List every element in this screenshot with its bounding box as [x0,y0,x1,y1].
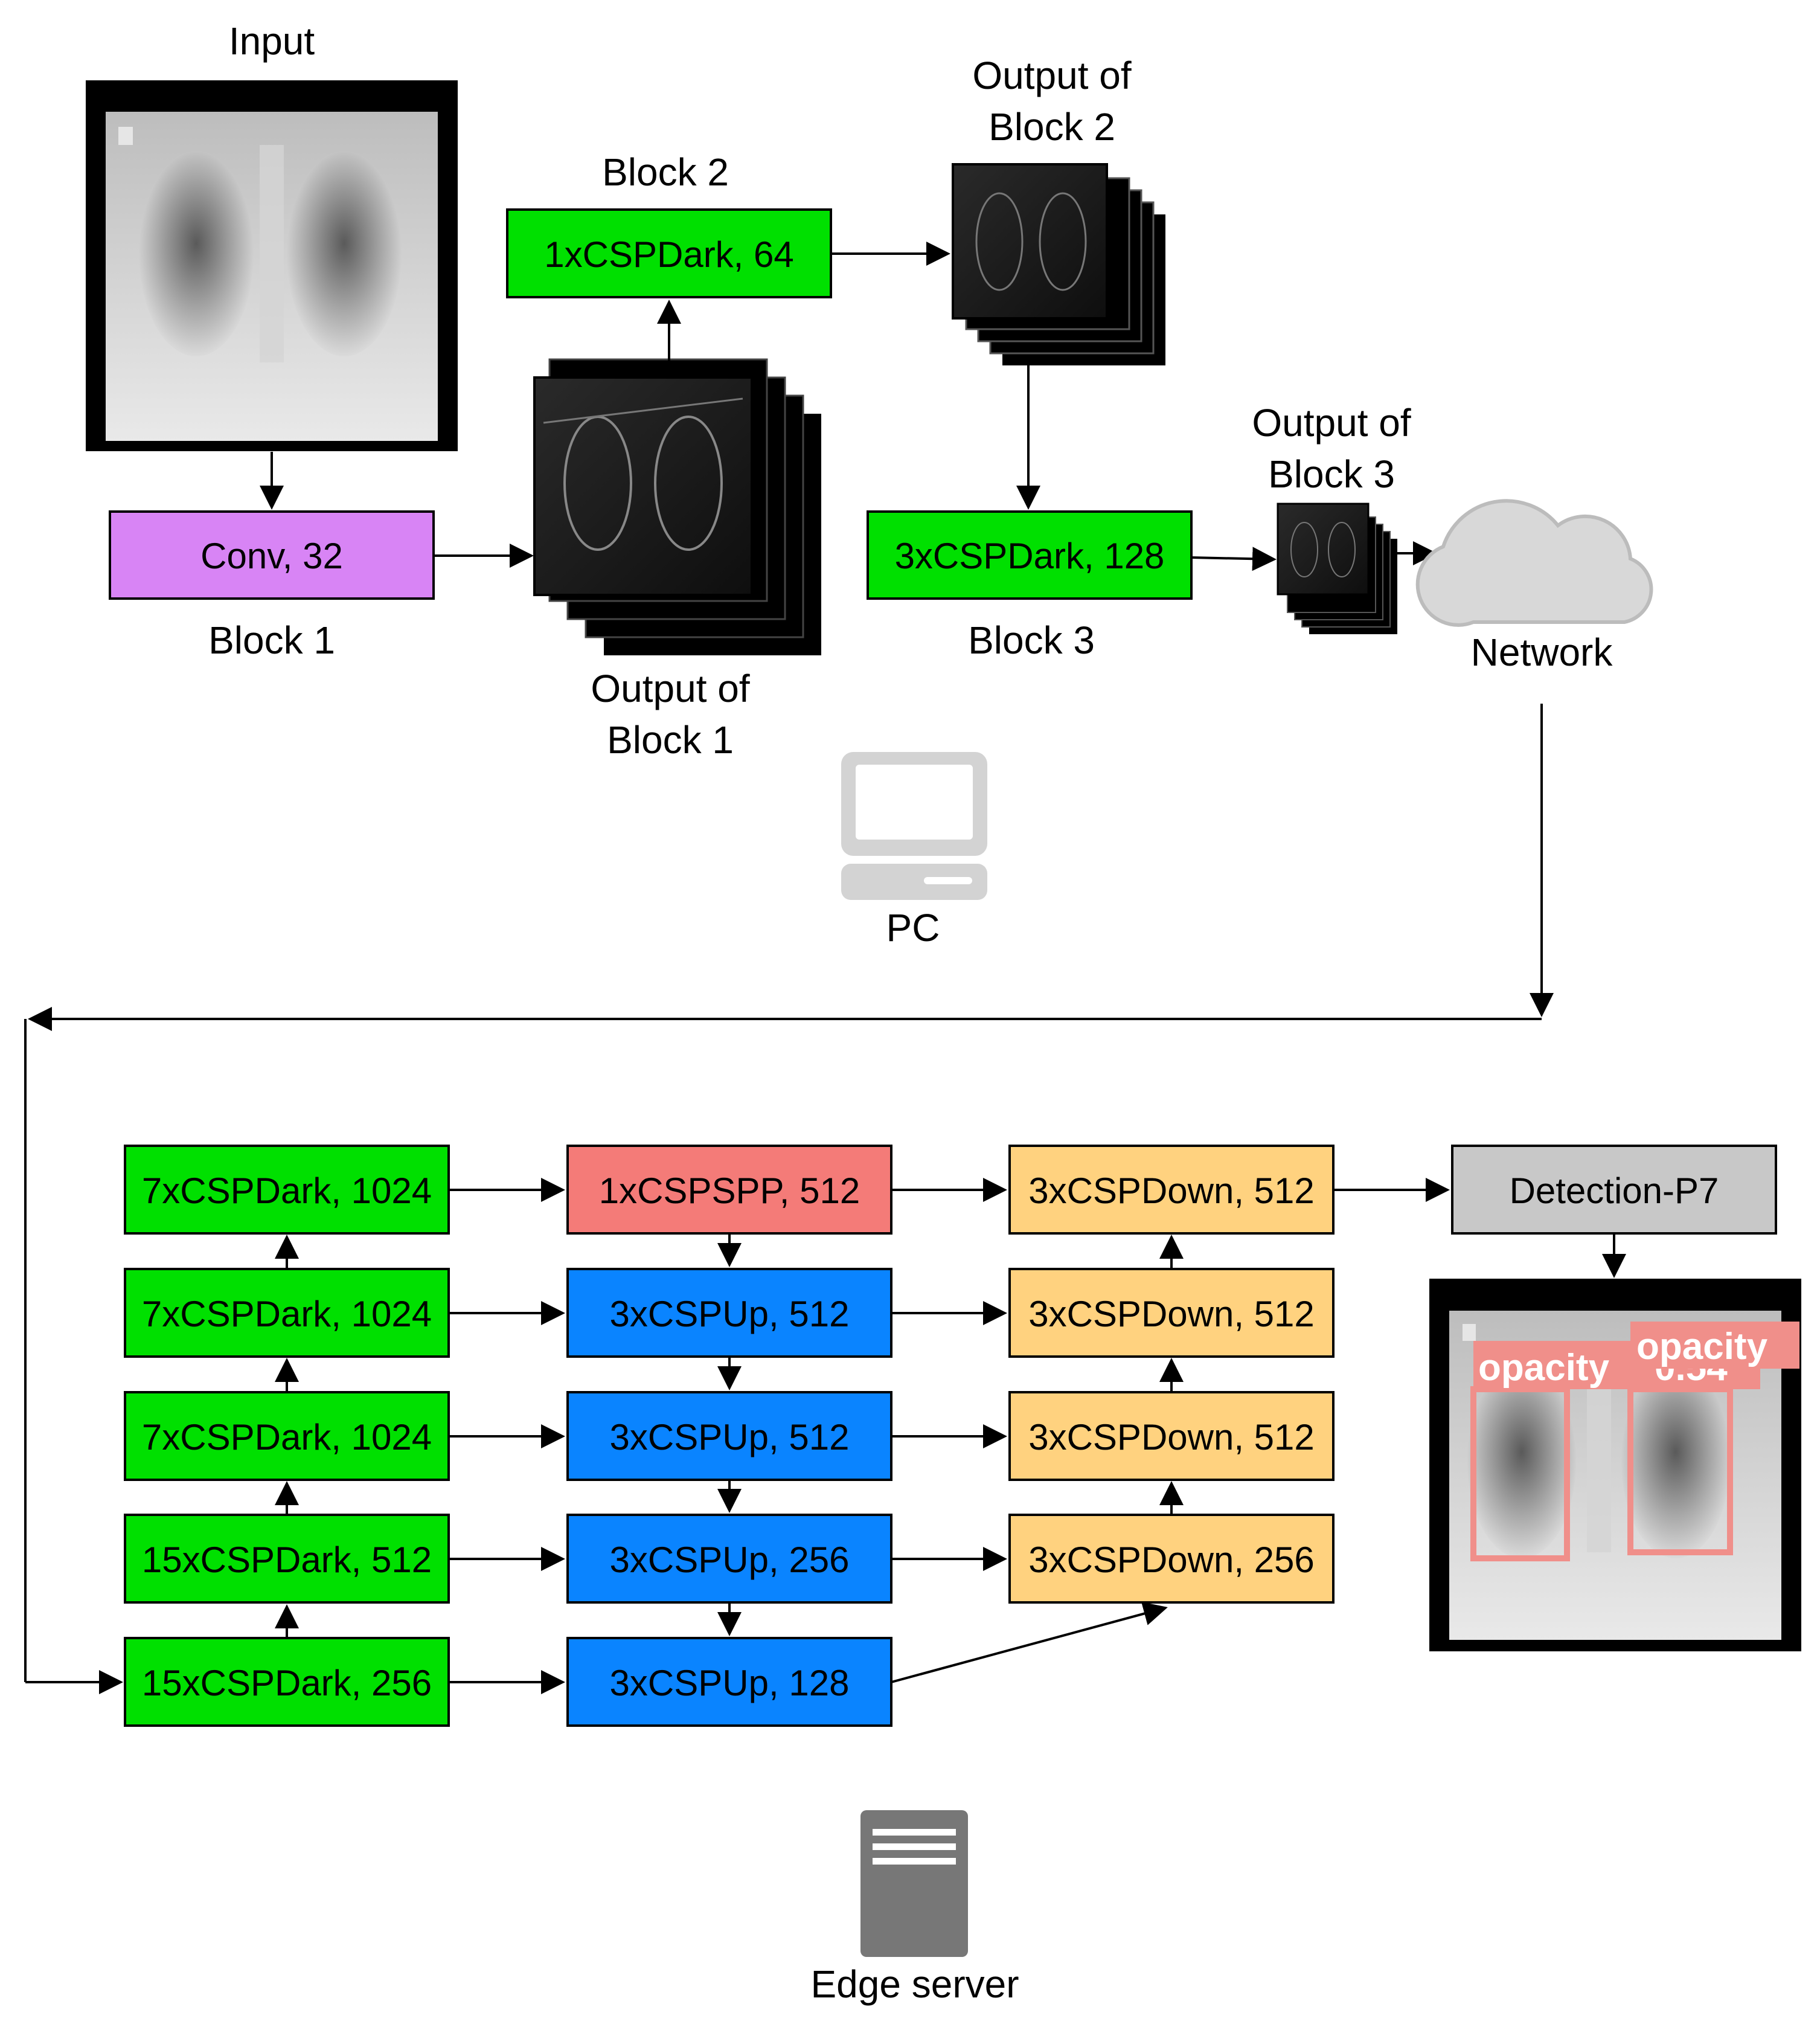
cloud-icon [1415,499,1653,627]
neck-down-block-1-text: 3xCSPDown, 512 [1028,1171,1315,1211]
cspdark-64-block: 1xCSPDark, 64 [506,208,832,298]
cspdark-128-block: 3xCSPDark, 128 [867,510,1193,600]
neck-down-column: 3xCSPDown, 512 3xCSPDown, 512 3xCSPDown,… [1008,1145,1335,1604]
neck-up-block-2-text: 3xCSPUp, 512 [610,1294,850,1334]
neck-down-block-2-text: 3xCSPDown, 512 [1028,1294,1315,1334]
output-block3-label-l1: Output of [1252,401,1411,445]
backbone-block-1-text: 7xCSPDark, 1024 [142,1171,432,1211]
input-xray-image [86,80,458,451]
server-icon [860,1810,968,1957]
detection-p7-block: Detection-P7 [1451,1145,1777,1235]
output-block3-feature-stack [1277,503,1397,634]
conv-32-block: Conv, 32 [109,510,435,600]
neck-up-block-5-text: 3xCSPUp, 128 [610,1663,850,1703]
backbone-block-2-text: 7xCSPDark, 1024 [142,1294,432,1334]
output-block2-label-l2: Block 2 [989,105,1115,149]
output-block2-label-l1: Output of [972,54,1132,97]
output-block1-feature-stack [533,358,821,655]
cspdark-64-text: 1xCSPDark, 64 [544,234,794,275]
neck-up-column: 1xCSPSPP, 512 3xCSPUp, 512 3xCSPUp, 512 … [566,1145,892,1727]
edge-server-label: Edge server [810,1962,1019,2006]
block3-label: Block 3 [968,618,1095,662]
conv-32-text: Conv, 32 [200,536,343,576]
output-block3-label-l2: Block 3 [1268,452,1395,496]
block2-label: Block 2 [602,150,729,194]
detection-1-label: opacity [1478,1347,1610,1389]
network-label: Network [1471,631,1613,674]
output-block1-label-l1: Output of [591,667,750,710]
block1-label: Block 1 [208,618,335,662]
cspdark-128-text: 3xCSPDark, 128 [895,536,1165,576]
neck-down-block-4-text: 3xCSPDown, 256 [1028,1540,1315,1580]
neck-down-block-3-text: 3xCSPDown, 512 [1028,1417,1315,1457]
output-block1-label-l2: Block 1 [607,718,734,762]
detection-p7-text: Detection-P7 [1510,1171,1719,1211]
neck-up-block-3-text: 3xCSPUp, 512 [610,1417,850,1457]
input-label: Input [229,19,315,63]
output-block2-feature-stack [952,163,1165,365]
pc-label: PC [886,906,940,949]
neck-up-block-4-text: 3xCSPUp, 256 [610,1540,850,1580]
neck-up-block-1-text: 1xCSPSPP, 512 [599,1171,860,1211]
backbone-block-4-text: 15xCSPDark, 512 [142,1540,432,1580]
backbone-column: 7xCSPDark, 1024 7xCSPDark, 1024 7xCSPDar… [124,1145,450,1727]
output-detection-image: opacity 0.54 opacity [1429,1279,1801,1651]
detection-2-label: opacity [1636,1326,1768,1367]
backbone-block-5-text: 15xCSPDark, 256 [142,1663,432,1703]
computer-icon [841,752,987,900]
backbone-block-3-text: 7xCSPDark, 1024 [142,1417,432,1457]
